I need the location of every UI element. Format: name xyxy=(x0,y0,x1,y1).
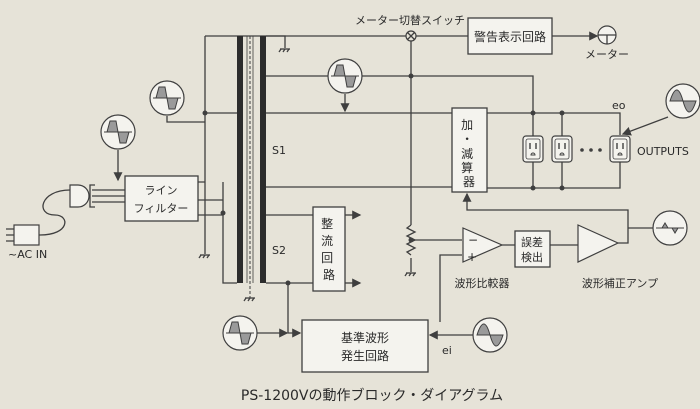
error-detect-box: 誤差検出 xyxy=(514,230,551,268)
svg-text:誤差検出: 誤差検出 xyxy=(521,235,543,264)
distorted-waveform-icon xyxy=(327,58,363,94)
transformer: S1 S2 xyxy=(237,36,286,298)
error-waveform-icon xyxy=(652,210,688,246)
distorted-waveform-icon xyxy=(100,114,136,150)
svg-text:基準波形発生回路: 基準波形発生回路 xyxy=(341,330,389,363)
line-filter-box: ラインフィルター xyxy=(124,175,199,222)
s2-label: S2 xyxy=(272,244,286,257)
distorted-waveform-icon xyxy=(222,315,258,351)
meter-icon: メーター xyxy=(585,25,629,61)
meter-switch: メーター切替スイッチ xyxy=(355,13,465,42)
diagram-caption: PS-1200Vの動作ブロック・ダイアグラム xyxy=(241,387,503,404)
outputs: OUTPUTS eo xyxy=(522,99,689,163)
power-plug-icon: ~AC IN xyxy=(6,184,95,261)
svg-text:整 流 回 路: 整 流 回 路 xyxy=(321,216,337,282)
resistor-icon xyxy=(405,224,417,256)
distorted-waveform-icon xyxy=(149,80,185,116)
comparator-label: 波形比較器 xyxy=(455,276,510,290)
s1-label: S1 xyxy=(272,144,286,157)
outputs-label: OUTPUTS xyxy=(637,145,689,158)
meter-switch-label: メーター切替スイッチ xyxy=(355,13,465,27)
outlet-icon xyxy=(609,135,631,163)
svg-text:+: + xyxy=(467,250,477,264)
eo-label: eo xyxy=(612,99,626,112)
meter-label: メーター xyxy=(585,48,629,61)
warning-circuit-box: 警告表示回路 xyxy=(467,17,553,55)
correction-amp-label: 波形補正アンプ xyxy=(582,277,658,290)
sine-waveform-icon xyxy=(665,83,700,119)
sine-waveform-icon xyxy=(472,317,508,353)
svg-text:加 ・ 減 算: 加 ・ 減 算 器 xyxy=(461,118,477,189)
svg-text:警告表示回路: 警告表示回路 xyxy=(474,29,546,44)
outlet-icon xyxy=(522,135,544,163)
outlet-icon xyxy=(551,135,573,163)
reference-waveform-box: 基準波形発生回路 ei xyxy=(301,319,452,373)
waveform-comparator: − + 波形比較器 xyxy=(455,227,510,290)
ei-label: ei xyxy=(442,344,452,357)
waveform-icons xyxy=(100,58,700,353)
rectifier-box: 整 流 回 路 xyxy=(312,206,346,292)
svg-text:ラインフィルター: ラインフィルター xyxy=(134,184,189,215)
adder-subtractor-box: 加 ・ 減 算 器 xyxy=(451,107,488,193)
ac-in-label: ~AC IN xyxy=(8,248,47,261)
correction-amp: 波形補正アンプ xyxy=(577,224,658,290)
svg-text:−: − xyxy=(468,233,478,247)
